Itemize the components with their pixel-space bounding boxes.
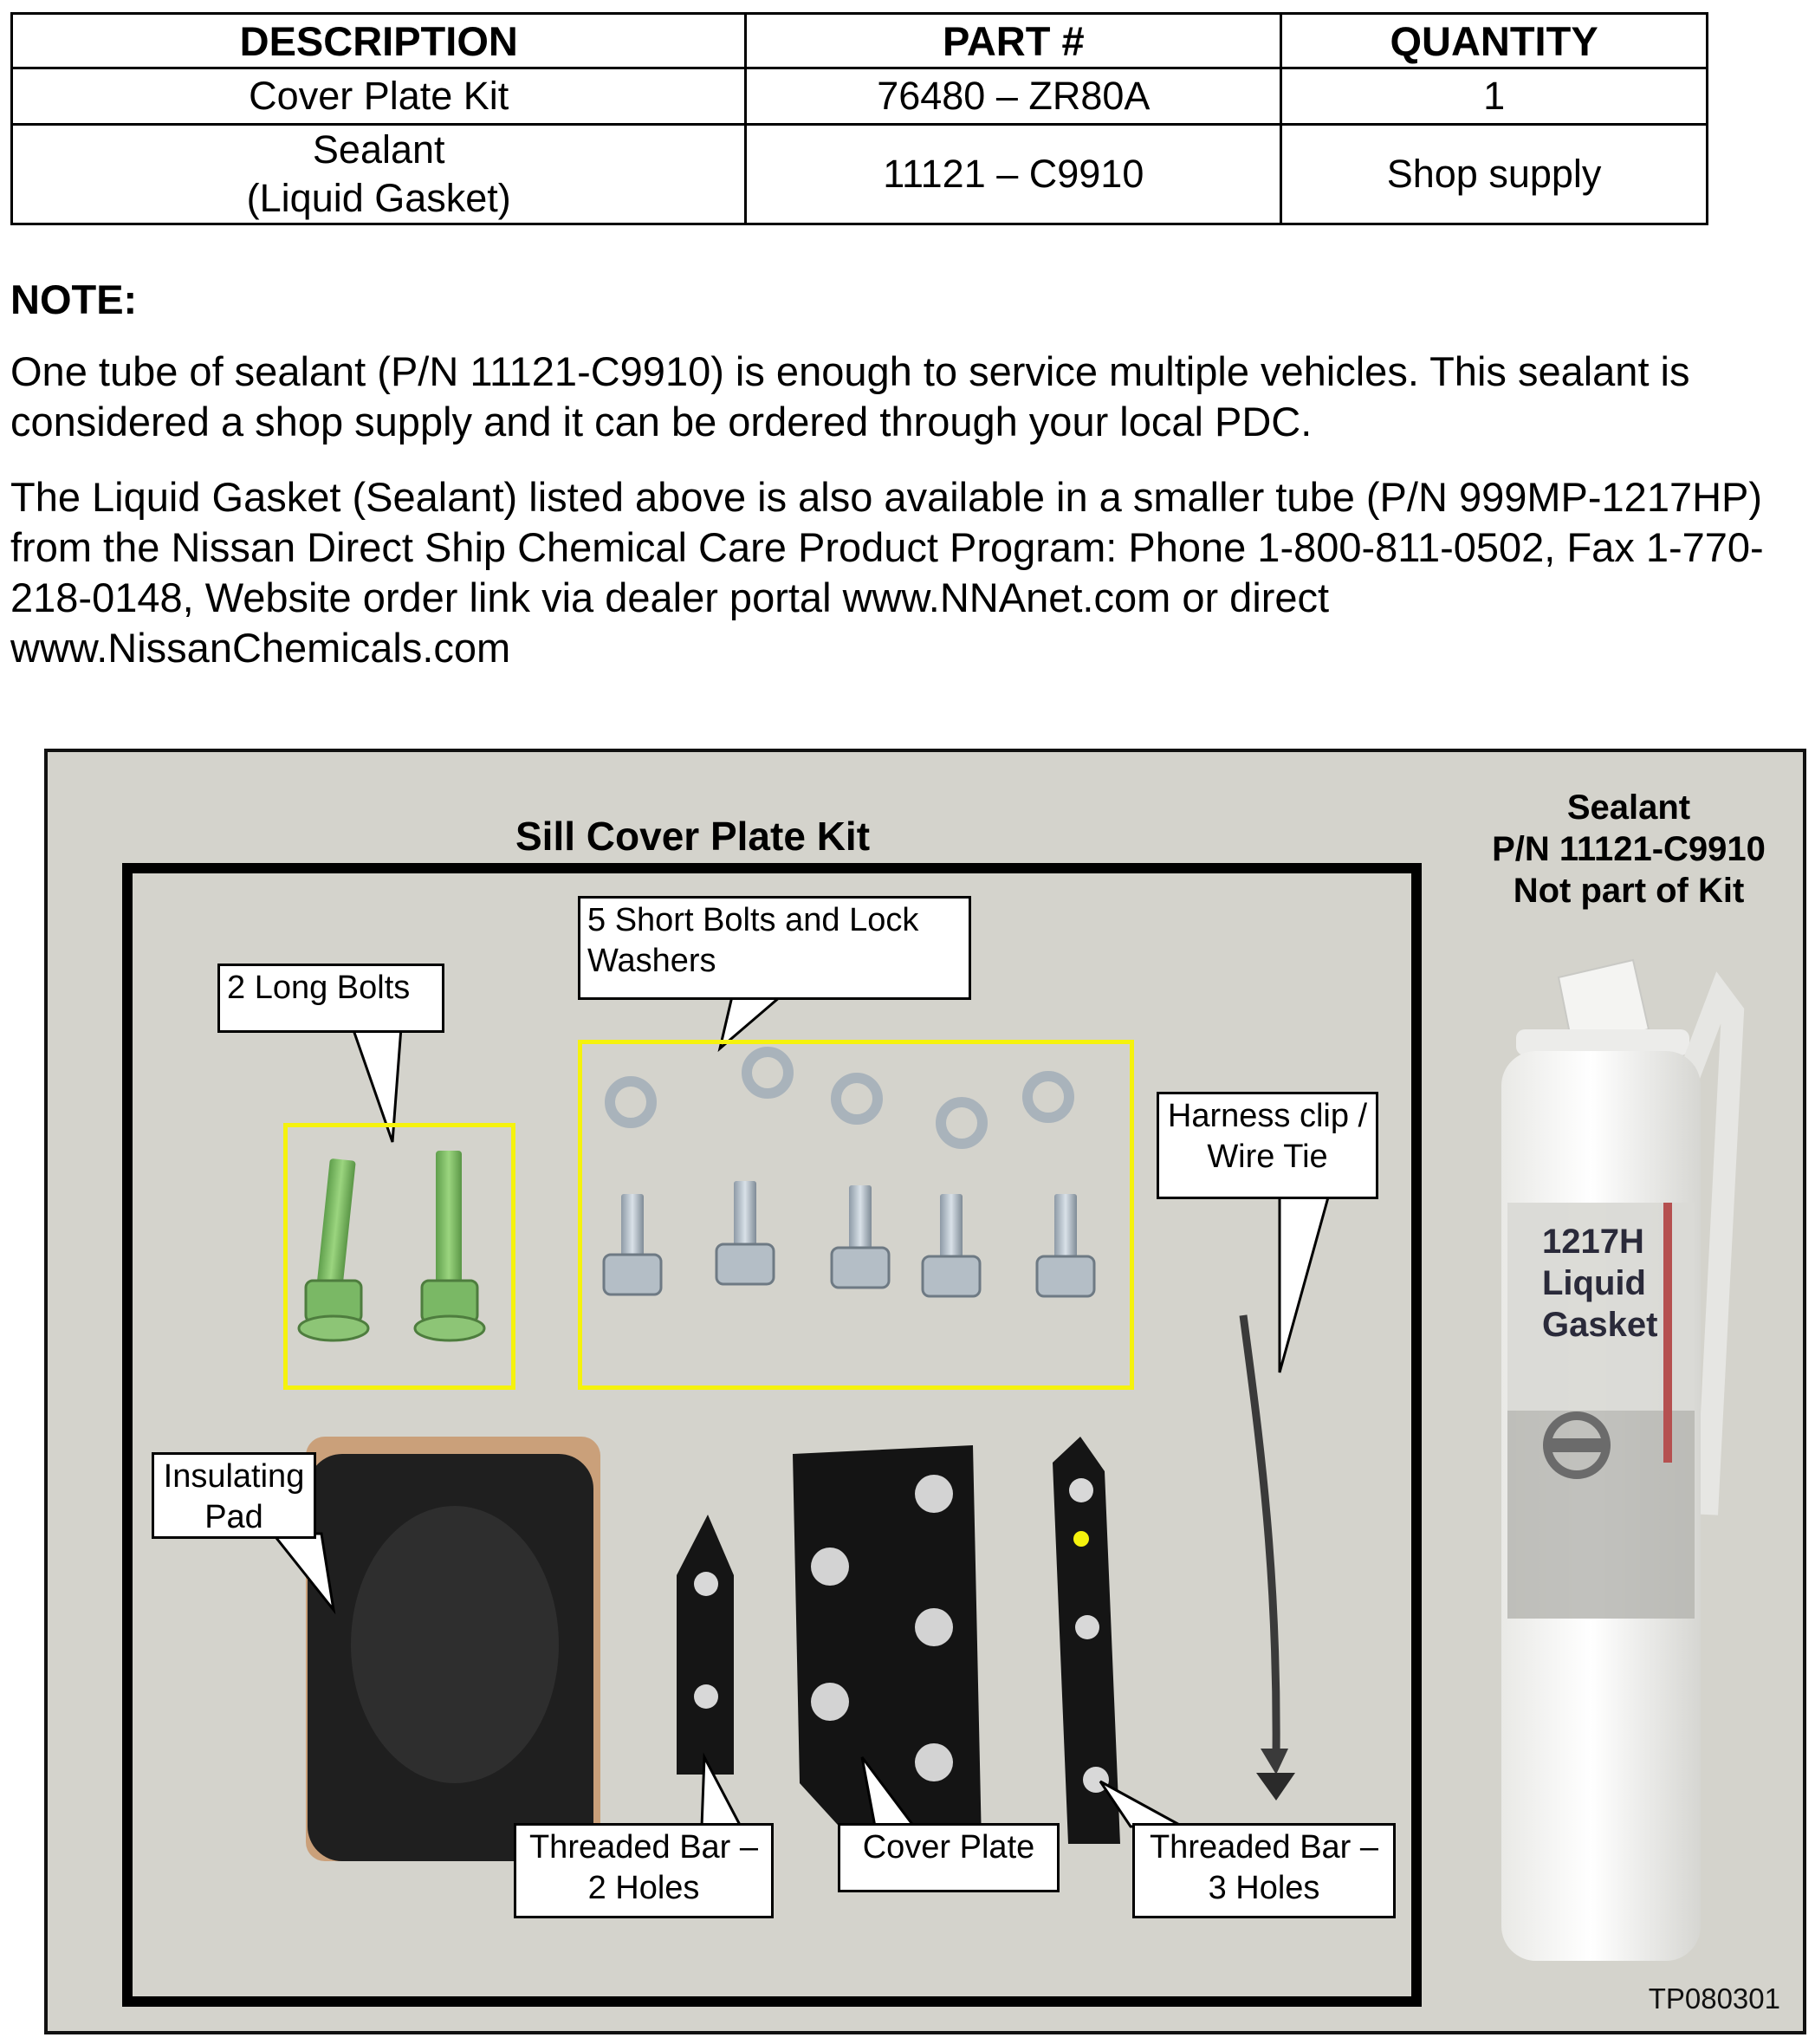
threaded-bar-3-holes-icon xyxy=(1053,1437,1120,1844)
sealant-caption: Sealant P/N 11121-C9910 Not part of Kit xyxy=(1451,787,1803,912)
cover-plate-icon xyxy=(793,1445,982,1844)
kit-title: Sill Cover Plate Kit xyxy=(515,814,871,859)
short-bolts-highlight xyxy=(578,1040,1134,1390)
callout-text: Harness clip / xyxy=(1167,1098,1368,1134)
photo-artwork: 1217H Liquid Gasket xyxy=(269,958,1745,1961)
long-bolt-icon xyxy=(297,1158,370,1342)
table-row: Cover Plate Kit 76480 – ZR80A 1 xyxy=(10,67,1708,126)
callout-harness-clip: Harness clip / Wire Tie xyxy=(1157,1092,1378,1199)
short-bolt-icon xyxy=(602,1181,1096,1298)
insulating-pad-icon xyxy=(306,1437,600,1861)
note-heading: NOTE: xyxy=(10,276,138,322)
callout-text: Pad xyxy=(204,1499,263,1535)
header-part-number: PART # xyxy=(744,12,1283,69)
kit-photo: 1217H Liquid Gasket Sill Cover Plate Kit… xyxy=(44,749,1806,2034)
cell-part-number: 11121 – C9910 xyxy=(744,123,1283,225)
cell-quantity: 1 xyxy=(1280,67,1708,126)
caption-line: Sealant xyxy=(1566,788,1691,827)
caption-line: Not part of Kit xyxy=(1513,872,1745,910)
table-header-row: DESCRIPTION PART # QUANTITY xyxy=(10,12,1708,69)
note-paragraph: The Liquid Gasket (Sealant) listed above… xyxy=(10,474,1764,671)
callout-cover-plate: Cover Plate xyxy=(838,1823,1060,1892)
callout-long-bolts: 2 Long Bolts xyxy=(217,964,444,1033)
description-line: (Liquid Gasket) xyxy=(246,176,511,220)
callout-short-bolts: 5 Short Bolts and Lock Washers xyxy=(578,896,971,1000)
kit-frame xyxy=(122,863,1422,2007)
callout-text: 2 Holes xyxy=(587,1870,700,1906)
callout-insulating-pad: Insulating Pad xyxy=(152,1452,316,1539)
header-description: DESCRIPTION xyxy=(10,12,748,69)
lock-washer-icon xyxy=(605,1047,1074,1149)
note-paragraph: One tube of sealant (P/N 11121-C9910) is… xyxy=(10,348,1690,444)
parts-table: DESCRIPTION PART # QUANTITY Cover Plate … xyxy=(10,12,1708,225)
callout-text: Threaded Bar – xyxy=(528,1829,759,1866)
callout-pointers xyxy=(269,995,1330,1828)
callout-text: Cover Plate xyxy=(862,1829,1035,1866)
cell-description: Sealant (Liquid Gasket) xyxy=(10,123,748,225)
wire-tie-icon xyxy=(1239,1314,1295,1801)
description-line: Sealant xyxy=(312,127,445,172)
cell-quantity: Shop supply xyxy=(1280,123,1708,225)
threaded-bar-2-holes-icon xyxy=(677,1515,734,1775)
cell-description: Cover Plate Kit xyxy=(10,67,748,126)
tube-label-line: Gasket xyxy=(1542,1306,1657,1344)
callout-text: Wire Tie xyxy=(1207,1139,1328,1175)
caption-line: P/N 11121-C9910 xyxy=(1492,830,1766,868)
long-bolts-highlight xyxy=(283,1123,515,1390)
cell-part-number: 76480 – ZR80A xyxy=(744,67,1283,126)
sealant-tube-icon xyxy=(1501,958,1745,1961)
callout-threaded-bar-3: Threaded Bar – 3 Holes xyxy=(1132,1823,1396,1918)
callout-text: 3 Holes xyxy=(1208,1870,1320,1906)
table-row: Sealant (Liquid Gasket) 11121 – C9910 Sh… xyxy=(10,123,1708,225)
callout-text: 5 Short Bolts and Lock xyxy=(587,902,919,938)
photo-id: TP080301 xyxy=(1648,1982,1780,2015)
callout-text: Insulating xyxy=(163,1458,305,1495)
tube-label-line: 1217H xyxy=(1542,1223,1644,1261)
callout-text: 2 Long Bolts xyxy=(227,970,411,1006)
callout-text: Washers xyxy=(587,943,716,979)
callout-threaded-bar-2: Threaded Bar – 2 Holes xyxy=(514,1823,774,1918)
tube-label-line: Liquid xyxy=(1542,1264,1646,1302)
long-bolt-icon xyxy=(413,1151,486,1342)
callout-text: Threaded Bar – xyxy=(1149,1829,1379,1866)
header-quantity: QUANTITY xyxy=(1280,12,1708,69)
